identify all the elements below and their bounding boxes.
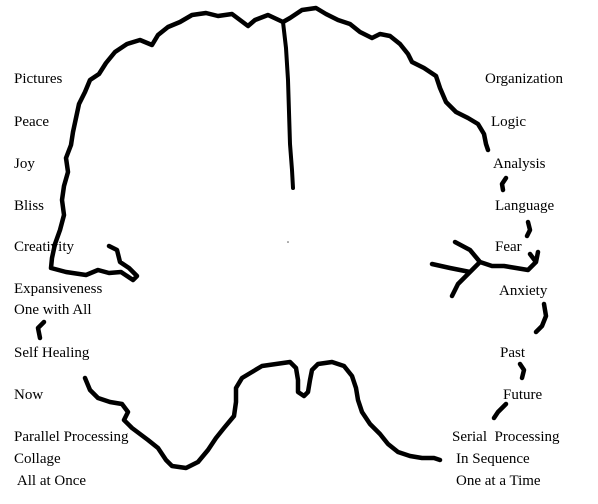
- central-fissure: [281, 20, 295, 190]
- label-parallel-line3: All at Once: [14, 473, 87, 489]
- label-fear: Fear: [495, 239, 522, 255]
- label-joy: Joy: [14, 156, 35, 172]
- label-past: Past: [500, 345, 526, 361]
- right-fragment-4: [517, 361, 527, 381]
- left-lower-contour: [82, 359, 443, 471]
- right-fragment-5: [491, 401, 509, 421]
- label-parallel-line2: Collage: [14, 451, 61, 467]
- label-future: Future: [503, 387, 543, 403]
- label-serial-line1: Serial Processing: [452, 429, 560, 445]
- label-peace: Peace: [14, 114, 49, 130]
- right-fear-branch: [429, 239, 541, 299]
- label-serial-processing: Serial Processing In Sequence One at a T…: [452, 427, 559, 492]
- label-serial-line2: In Sequence: [456, 451, 530, 467]
- label-organization: Organization: [485, 71, 564, 87]
- label-pictures: Pictures: [14, 71, 63, 87]
- label-analysis: Analysis: [493, 156, 546, 172]
- label-expansiveness-line1: Expansiveness: [14, 281, 103, 297]
- label-parallel-processing: Parallel Processing Collage All at Once: [14, 427, 129, 492]
- label-expansiveness: Expansiveness One with All: [14, 279, 102, 321]
- right-hemisphere-contour: [280, 5, 491, 153]
- label-self-healing: Self Healing: [14, 345, 90, 361]
- label-expansiveness-line2: One with All: [14, 302, 92, 318]
- label-anxiety: Anxiety: [499, 283, 548, 299]
- label-bliss: Bliss: [14, 198, 45, 214]
- left-fragment: [35, 319, 47, 341]
- center-dot: [287, 241, 289, 243]
- right-fragment-2: [524, 219, 533, 239]
- label-language: Language: [495, 198, 555, 214]
- label-creativity: Creativity: [14, 239, 74, 255]
- label-parallel-line1: Parallel Processing: [14, 429, 129, 445]
- label-now: Now: [14, 387, 44, 403]
- right-fragment-1: [499, 175, 509, 193]
- left-hemisphere-contour: [48, 10, 286, 283]
- label-serial-line3: One at a Time: [456, 473, 541, 489]
- right-fragment-3: [533, 301, 549, 335]
- label-logic: Logic: [491, 114, 526, 130]
